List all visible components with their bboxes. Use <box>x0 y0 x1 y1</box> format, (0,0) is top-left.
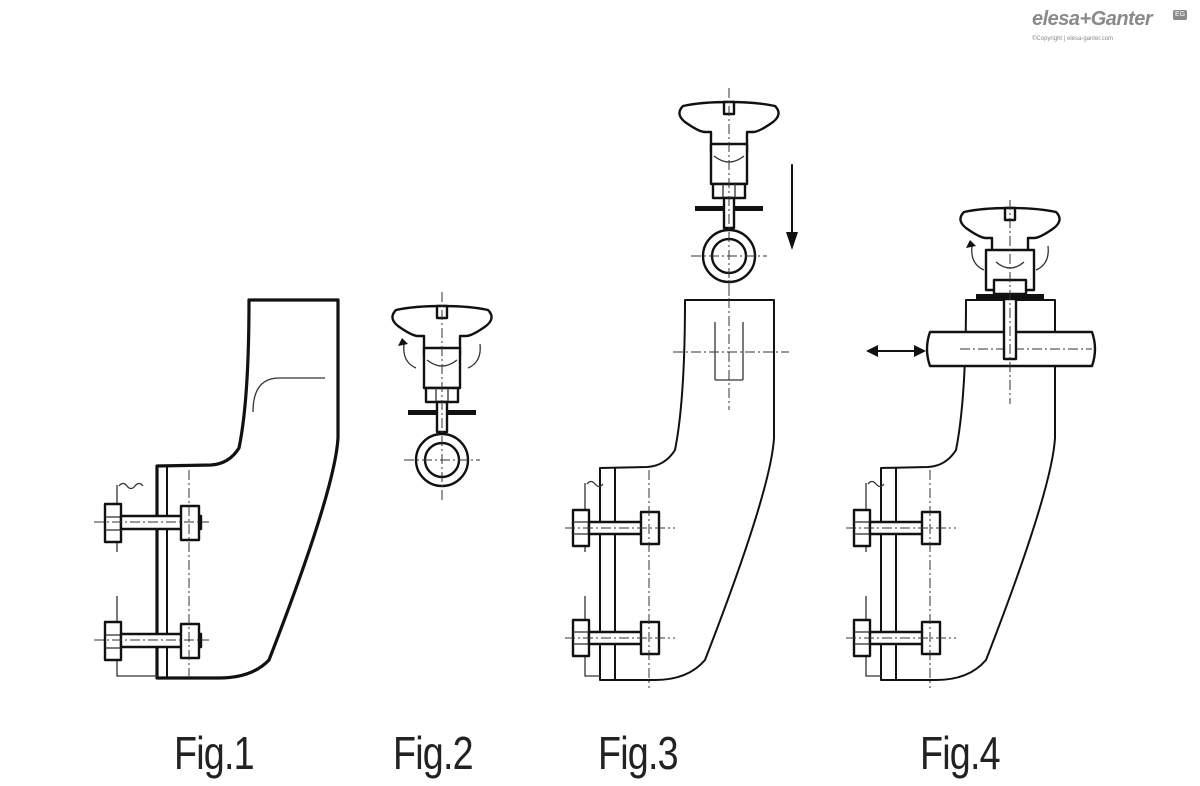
fig1-label: Fig.1 <box>174 727 255 779</box>
fig2-label: Fig.2 <box>393 727 474 779</box>
double-arrow-horizontal-icon <box>866 345 926 357</box>
brand-logo: elesa+Ganter EG ©Copyright | elesa-gante… <box>1030 6 1190 50</box>
fig2-indexing-pin <box>391 290 493 504</box>
copyright-text: ©Copyright | elesa-ganter.com <box>1032 36 1114 42</box>
brand-name: elesa+Ganter <box>1032 8 1153 30</box>
arrow-down-icon <box>786 164 798 250</box>
fig4-pin <box>959 200 1061 404</box>
fig3-bracket <box>563 280 789 690</box>
fig1-bracket <box>94 298 340 680</box>
fig4-label: Fig.4 <box>920 727 1001 779</box>
fig3-pin <box>678 86 780 300</box>
fig3-label: Fig.3 <box>598 727 679 779</box>
brand-badge: EG <box>1173 10 1187 20</box>
